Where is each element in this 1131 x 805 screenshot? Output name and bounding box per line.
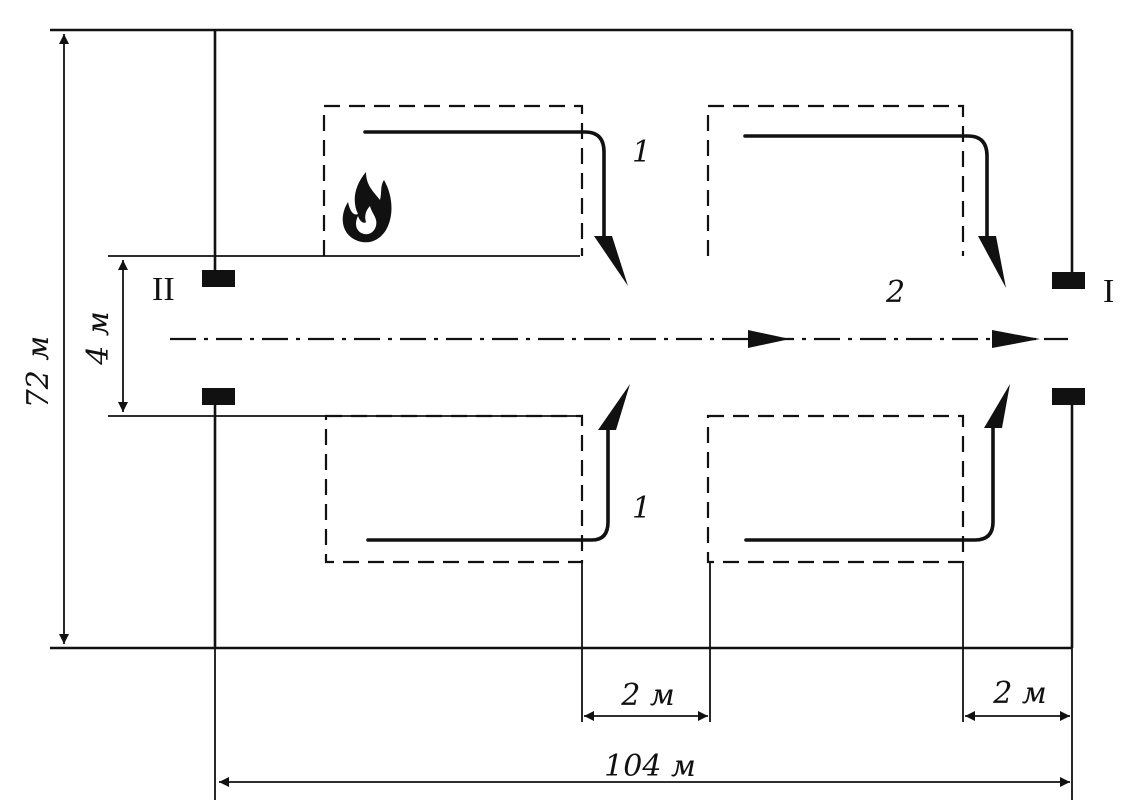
- arrowhead: [598, 384, 630, 430]
- room-upper-left: [322, 104, 584, 256]
- dimension-length: 104 м: [219, 749, 1070, 787]
- fire-icon: [342, 172, 392, 243]
- flow-arrows: [363, 130, 1010, 542]
- dimension-corridor-width: 4 м: [81, 260, 128, 412]
- exit-label-I: I: [1103, 273, 1114, 310]
- exit-markers: [202, 270, 1085, 405]
- gap-extension-lines: [214, 562, 1073, 800]
- arrowhead: [594, 236, 628, 286]
- flow-label-upper: 1: [632, 135, 651, 170]
- dimension-corridor-label: 4 м: [81, 311, 116, 366]
- room-upper-right: [706, 104, 965, 256]
- exit-marker-I-lower: [1052, 388, 1085, 405]
- exit-marker-II-lower: [202, 388, 235, 405]
- flow-label-corridor: 2: [885, 275, 905, 310]
- flow-lower-left: [366, 428, 610, 542]
- arrowhead: [992, 330, 1040, 348]
- corridor-flow: [170, 330, 1068, 348]
- dimension-height: 72 м: [21, 34, 69, 644]
- exit-marker-II-upper: [202, 270, 235, 287]
- corridor-walls: [108, 255, 580, 417]
- arrowhead: [748, 330, 790, 348]
- dimension-height-label: 72 м: [21, 336, 56, 409]
- flow-lower-right: [744, 426, 995, 542]
- dimension-gap-right: 2 м: [965, 676, 1070, 721]
- dimension-gap-right-label: 2 м: [992, 676, 1047, 711]
- exit-marker-I-upper: [1052, 272, 1085, 289]
- arrowhead: [978, 236, 1006, 288]
- exit-label-II: II: [152, 271, 175, 308]
- dimension-gap-left-label: 2 м: [620, 678, 675, 713]
- flow-label-lower: 1: [632, 491, 651, 526]
- building-outline: [50, 28, 1074, 650]
- dimension-length-label: 104 м: [604, 749, 696, 784]
- flow-upper-right: [743, 134, 989, 238]
- arrowhead: [984, 384, 1010, 428]
- dimension-gap-left: 2 м: [584, 678, 708, 721]
- flow-upper-left: [363, 130, 606, 238]
